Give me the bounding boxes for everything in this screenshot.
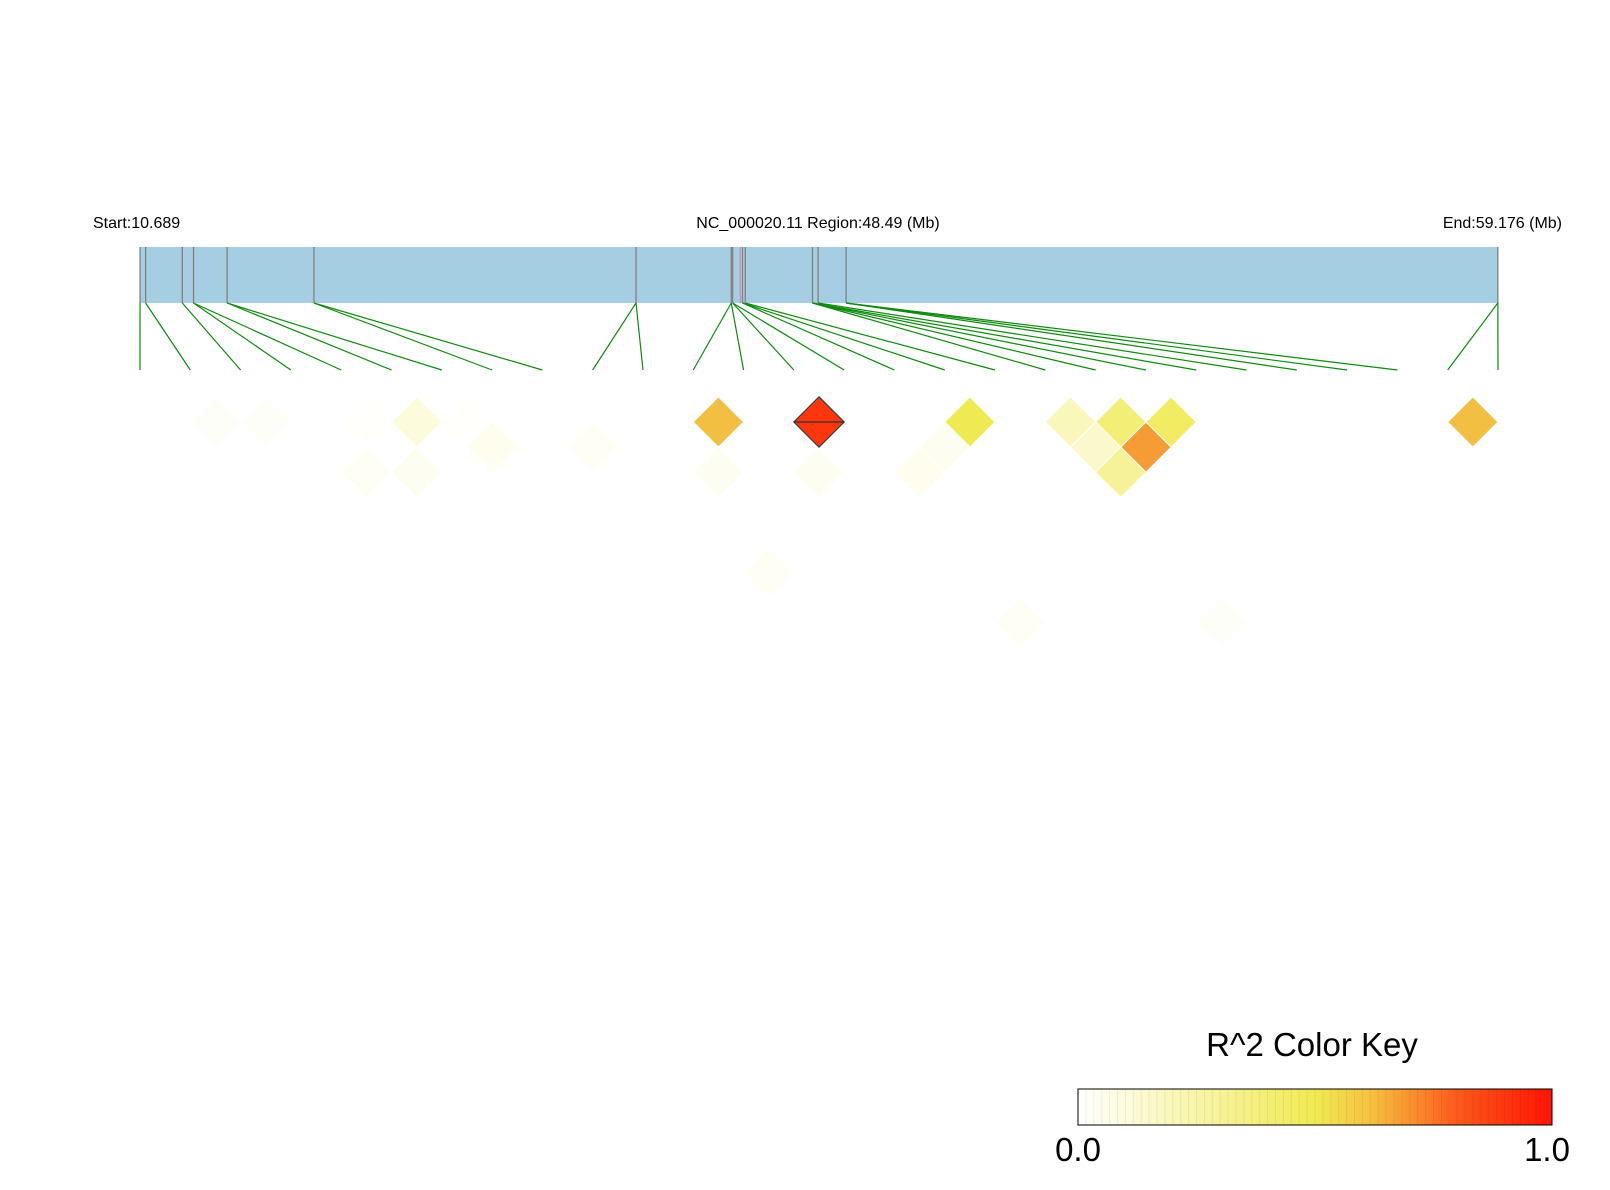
ld-cell <box>742 547 795 599</box>
snp-connector <box>812 302 1197 371</box>
ld-cell <box>566 421 619 474</box>
ld-cell <box>390 446 443 499</box>
ld-cell <box>239 396 292 448</box>
color-key-bar <box>1077 1088 1553 1126</box>
snp-connector <box>692 302 732 371</box>
region-start-label: Start:10.689 <box>93 215 180 232</box>
snp-connector <box>732 302 845 371</box>
snp-connector <box>226 302 392 371</box>
snp-connector <box>193 302 342 371</box>
snp-connectors <box>139 302 1499 371</box>
snp-connector <box>812 302 1046 371</box>
snp-connector <box>635 302 644 371</box>
snp-ticks <box>139 247 1499 303</box>
snp-connector <box>812 302 1096 371</box>
ld-cell <box>189 396 242 448</box>
snp-connector <box>313 302 493 371</box>
snp-connector <box>193 302 292 371</box>
snp-connector <box>226 302 442 371</box>
snp-connector <box>817 302 1247 371</box>
snp-connector <box>846 302 1297 371</box>
snp-connector <box>181 302 242 371</box>
snp-connector <box>730 302 745 371</box>
ld-cells <box>189 396 1499 650</box>
snp-connector <box>732 302 795 371</box>
color-key: R^2 Color Key 0.0 1.0 <box>1055 1026 1570 1168</box>
ld-cell <box>340 446 393 499</box>
snp-connector <box>745 302 996 371</box>
ld-cell <box>1446 396 1499 448</box>
color-key-stripes <box>1085 1089 1545 1125</box>
ld-cell <box>692 396 745 448</box>
snp-connector <box>812 302 1147 371</box>
ld-cell <box>1094 446 1147 499</box>
color-key-max-label: 1.0 <box>1524 1131 1570 1168</box>
ld-cell <box>390 396 443 448</box>
ld-cell <box>793 446 845 499</box>
ld-cell <box>340 396 393 448</box>
color-key-min-label: 0.0 <box>1055 1131 1101 1168</box>
snp-connector <box>592 302 637 371</box>
color-key-title: R^2 Color Key <box>1206 1026 1418 1063</box>
ld-cell <box>1195 597 1248 650</box>
ld-cell <box>994 597 1047 650</box>
region-bar <box>140 247 1498 303</box>
snp-connector <box>313 302 543 371</box>
ld-cell <box>692 446 745 499</box>
region-title: NC_000020.11 Region:48.49 (Mb) <box>696 215 939 232</box>
snp-connector <box>145 302 191 371</box>
snp-connector <box>742 302 895 371</box>
snp-connector <box>846 302 1398 371</box>
snp-connector <box>742 302 945 371</box>
snp-connector <box>846 302 1348 371</box>
region-end-label: End:59.176 (Mb) <box>1443 215 1562 232</box>
snp-connector <box>1447 302 1499 371</box>
ld-cell-highlight <box>793 396 845 448</box>
ld-cell <box>893 446 946 499</box>
ld-cell <box>466 421 518 474</box>
